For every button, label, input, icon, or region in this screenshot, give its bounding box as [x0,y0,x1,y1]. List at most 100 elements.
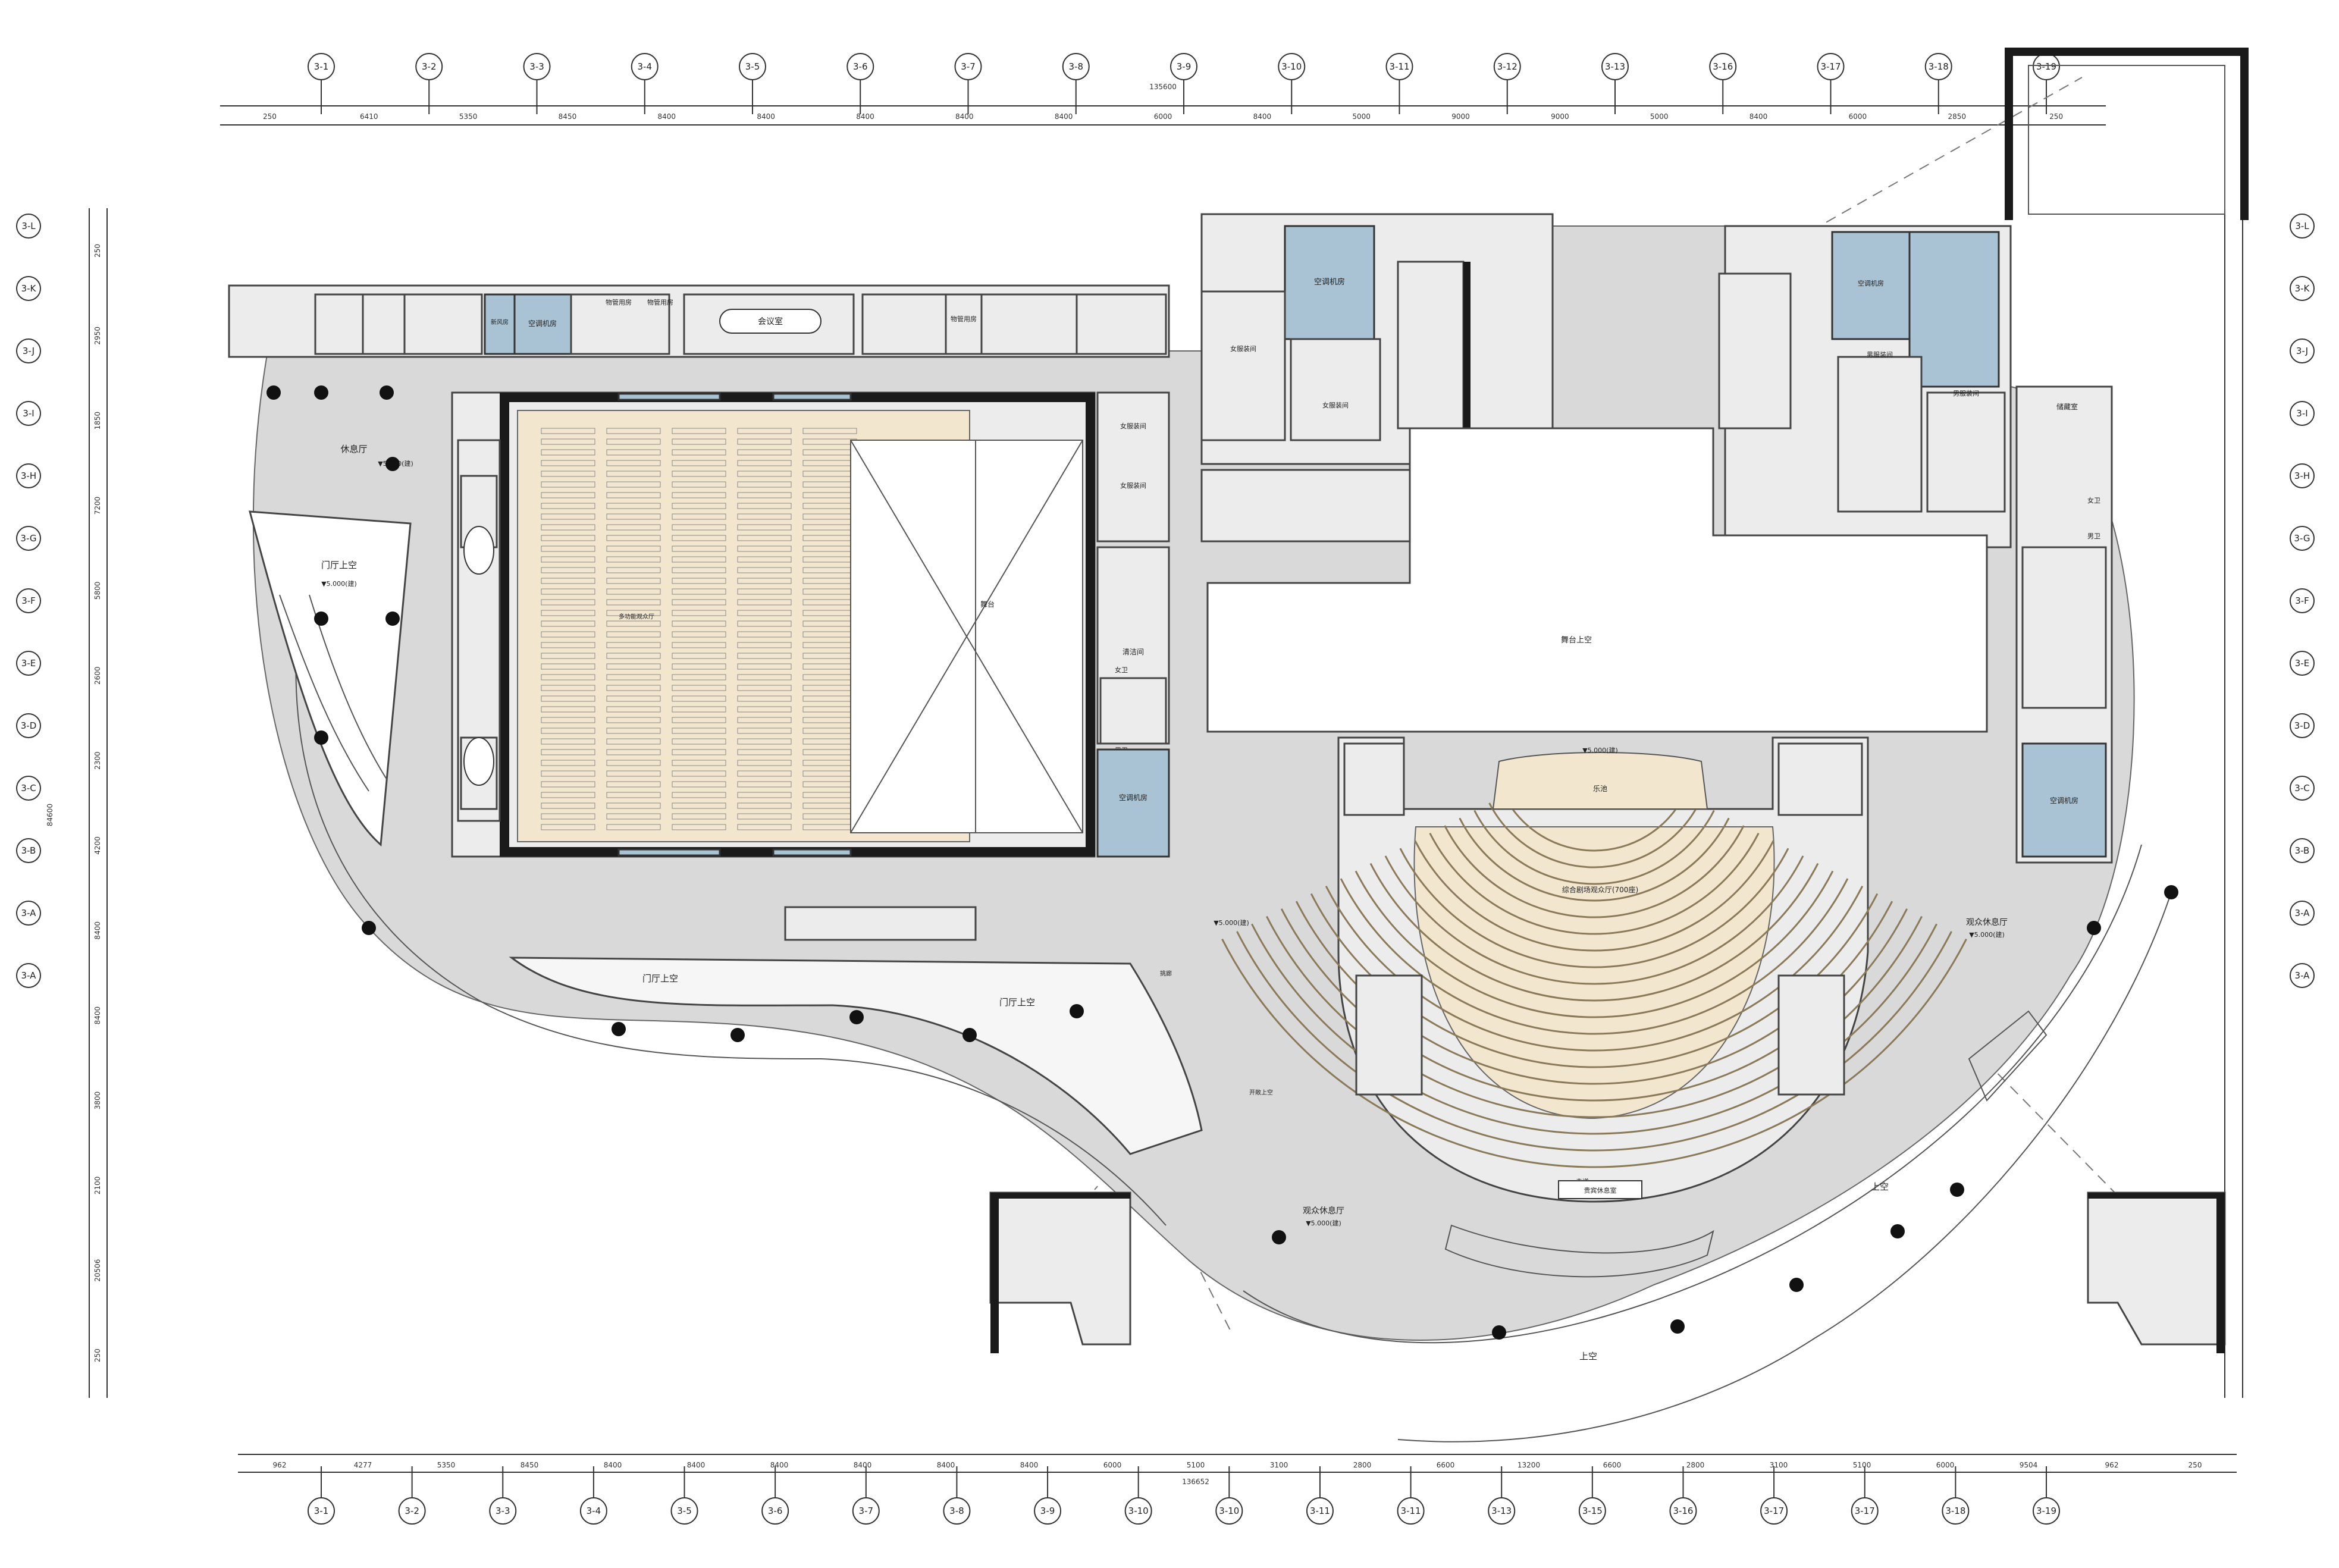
top-axis-bubble [1817,53,1845,80]
bottom-total-dimension: 136652 [1182,1478,1209,1486]
seat-row [672,760,726,766]
void-label: 上空 [1871,1181,1889,1192]
bottom-axis-label: 3-10 [1128,1506,1149,1516]
left-axis-label: 3-K [21,283,37,294]
seat-row [541,792,595,798]
seat-row [606,471,661,477]
seat-row [737,578,792,584]
left-axis-label: 3-H [21,471,36,481]
men-dress-label: 男服装间 [1953,390,1979,397]
column [849,1010,864,1024]
bottom-axis-label: 3-9 [1040,1506,1055,1516]
theatre-label: 综合剧场观众厅(700座) [1562,885,1638,894]
seat-row [606,438,661,445]
right-axis-bubble [2290,338,2315,363]
top-dimension: 8450 [559,112,577,121]
right-axis-label: 3-F [2295,595,2309,606]
left-axis-label: 3-F [21,595,36,606]
seat-row [606,460,661,466]
seat-row [606,503,661,509]
seat-row [672,824,726,830]
seat-row [672,449,726,456]
seat-row [606,578,661,584]
column [385,457,400,471]
left-dimension: 3800 [93,1092,102,1110]
right-axis-label: 3-B [2295,845,2310,856]
bottom-axis-label: 3-4 [587,1506,601,1516]
seat-row [541,620,595,627]
top-dimension: 8400 [1749,112,1768,121]
seat-row [672,578,726,584]
seat-row [672,706,726,713]
seat-row [541,802,595,809]
column [385,611,400,626]
bottom-axis-bubble [1124,1497,1152,1525]
top-axis-bubble [1709,53,1737,80]
seat-row [606,449,661,456]
seat-row [606,813,661,820]
seat-row [606,663,661,670]
audience-lounge-label: 观众休息厅 [1966,917,2008,927]
seat-row [672,695,726,702]
left-axis-bubble [16,214,41,239]
seat-row [606,588,661,595]
bottom-dimension: 6000 [1936,1461,1955,1469]
seat-row [737,545,792,552]
seat-row [672,513,726,520]
seat-row [672,481,726,488]
seat-row [606,738,661,745]
top-axis-label: 3-16 [1713,61,1733,72]
top-axis-label: 3-12 [1497,61,1517,72]
seat-row [606,727,661,734]
left-dimension: 7200 [93,497,102,515]
left-dimension: 2950 [93,327,102,345]
seat-row [606,567,661,573]
bottom-axis-bubble [398,1497,426,1525]
multi-hall-label: 多功能观众厅 [619,613,654,620]
right-axis-label: 3-C [2294,783,2309,794]
seat-row [737,824,792,830]
bottom-axis-label: 3-18 [1945,1506,1965,1516]
column [1950,1183,1964,1197]
bottom-axis-bubble [670,1497,698,1525]
rest-hall-label: 休息厅 [340,444,367,454]
left-axis-bubble [16,338,41,363]
bottom-dimension: 6600 [1603,1461,1622,1469]
seat-row [606,749,661,755]
janitor-label: 清洁间 [1123,648,1144,656]
top-axis-label: 3-10 [1281,61,1302,72]
top-dimension: 5350 [459,112,478,121]
seat-row [672,535,726,541]
left-axis-label: 3-E [21,658,36,669]
bottom-dimension: 5100 [1187,1461,1205,1469]
property-room-label: 物管用房 [606,298,632,306]
theatre-seat-row [1488,802,1700,868]
bottom-dimension: 4277 [354,1461,372,1469]
left-axis-label: 3-L [21,221,36,231]
bottom-axis-label: 3-8 [949,1506,964,1516]
seat-row [737,792,792,798]
seat-row [606,610,661,616]
stage-label: 舞台 [980,600,995,609]
column [266,385,281,400]
seat-row [541,567,595,573]
seat-row [737,438,792,445]
theatre-seat-row [1266,915,1923,1118]
top-dimension: 250 [263,112,277,121]
seat-row [672,770,726,777]
bottom-axis-label: 3-17 [1855,1506,1875,1516]
right-service-strip: 储藏室 女卫 男卫 空调机房 [2015,385,2113,864]
right-axis-bubble [2290,276,2315,301]
right-axis-bubble [2290,651,2315,676]
top-axis-label: 3-18 [1929,61,1949,72]
theatre-seat-row [1429,833,1760,935]
seat-row [541,717,595,723]
seat-row [737,471,792,477]
seat-row [672,642,726,648]
bottom-dimension: 8450 [521,1461,539,1469]
theatre-seat-row [1221,939,1967,1168]
bottom-dimension: 3100 [1270,1461,1288,1469]
bottom-axis-bubble [579,1497,607,1525]
column [380,385,394,400]
left-total-dimension: 84600 [46,804,54,826]
